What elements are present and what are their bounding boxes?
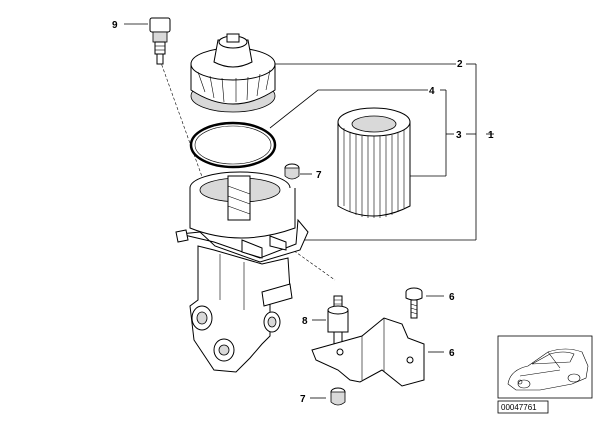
- callout-2: 2: [457, 59, 463, 70]
- filter-cap-part-2: [190, 33, 276, 113]
- sensor-part-9: [149, 17, 171, 65]
- callout-7-top: 7: [316, 170, 322, 181]
- bracket-part-6-lower: [311, 317, 425, 387]
- seal-nut-part-7-top: [284, 163, 300, 180]
- callout-8: 8: [302, 316, 308, 327]
- callout-1: 1: [488, 130, 494, 141]
- callout-6-upper: 6: [449, 292, 455, 303]
- callout-labels: 9 2 4 3 1 7 8 6 6 7: [112, 20, 494, 405]
- nut-part-7-bottom: [330, 387, 346, 406]
- callout-4: 4: [429, 86, 435, 97]
- vehicle-thumbnail: [497, 335, 593, 399]
- filter-housing: [175, 171, 309, 373]
- filter-element-part-3: [337, 107, 411, 218]
- callout-9: 9: [112, 20, 118, 31]
- rubber-mount-part-8: [327, 295, 349, 345]
- leader-lines: [124, 23, 494, 399]
- diagram-id-box: [497, 400, 549, 414]
- callout-7-bottom: 7: [300, 394, 306, 405]
- callout-6-lower: 6: [449, 348, 455, 359]
- diagram-id: 00047761: [501, 403, 537, 412]
- o-ring-part-4: [189, 121, 277, 169]
- callout-3: 3: [456, 130, 462, 141]
- bolt-part-6-upper: [405, 287, 423, 319]
